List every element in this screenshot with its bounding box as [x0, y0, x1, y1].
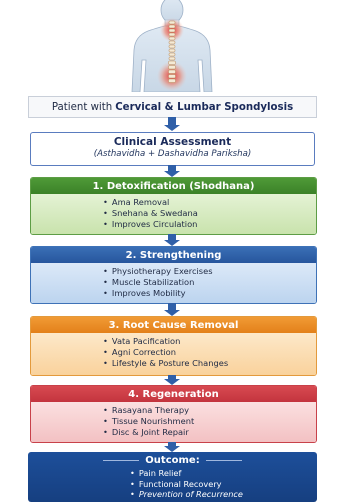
flow-arrow-down-icon: [164, 303, 180, 316]
flow-arrow-down-icon: [164, 117, 180, 131]
list-item: Ama Removal: [103, 197, 316, 208]
list-item: Lifestyle & Posture Changes: [103, 358, 316, 369]
list-item: Agni Correction: [103, 347, 316, 358]
list-item: Functional Recovery: [130, 479, 317, 490]
list-item: Rasayana Therapy: [103, 405, 316, 416]
patient-banner: Patient with Cervical & Lumbar Spondylos…: [28, 96, 317, 118]
list-item: Pain Relief: [130, 468, 317, 479]
list-item: Muscle Stabilization: [103, 277, 316, 288]
assessment-title: Clinical Assessment: [113, 136, 232, 148]
divider: [205, 460, 242, 461]
list-item: Tissue Nourishment: [103, 416, 316, 427]
list-item: Snehana & Swedana: [103, 208, 316, 219]
flow-arrow-down-icon: [164, 442, 180, 452]
patient-condition: Cervical & Lumbar Spondylosis: [115, 101, 294, 113]
stage-title: 2. Strengthening: [31, 247, 316, 263]
stage-title: 4. Regeneration: [31, 386, 316, 402]
stage-title: 1. Detoxification (Shodhana): [31, 178, 316, 194]
list-item: Improves Circulation: [103, 219, 316, 230]
stage-root-cause-removal: 3. Root Cause Removal Vata Pacification …: [30, 316, 317, 376]
stage-detoxification: 1. Detoxification (Shodhana) Ama Removal…: [30, 177, 317, 235]
assessment-subtitle: (Asthavidha + Dashavidha Pariksha): [93, 149, 252, 159]
patient-prefix: Patient with: [51, 101, 113, 113]
outcome-box: Outcome: Pain Relief Functional Recovery…: [28, 452, 317, 502]
clinical-assessment-box: Clinical Assessment (Asthavidha + Dashav…: [30, 132, 315, 166]
list-item: Physiotherapy Exercises: [103, 266, 316, 277]
divider: [103, 460, 140, 461]
flow-arrow-down-icon: [164, 165, 180, 177]
list-item: Vata Pacification: [103, 336, 316, 347]
stage-title: 3. Root Cause Removal: [31, 317, 316, 333]
list-item: Improves Mobility: [103, 288, 316, 299]
flow-arrow-down-icon: [164, 375, 180, 385]
spine-figure-icon: [131, 0, 213, 92]
stage-strengthening: 2. Strengthening Physiotherapy Exercises…: [30, 246, 317, 304]
stage-regeneration: 4. Regeneration Rasayana Therapy Tissue …: [30, 385, 317, 443]
list-item: Disc & Joint Repair: [103, 427, 316, 438]
outcome-title: Outcome:: [145, 455, 200, 466]
flow-arrow-down-icon: [164, 234, 180, 246]
list-item: Prevention of Recurrence: [130, 489, 317, 500]
